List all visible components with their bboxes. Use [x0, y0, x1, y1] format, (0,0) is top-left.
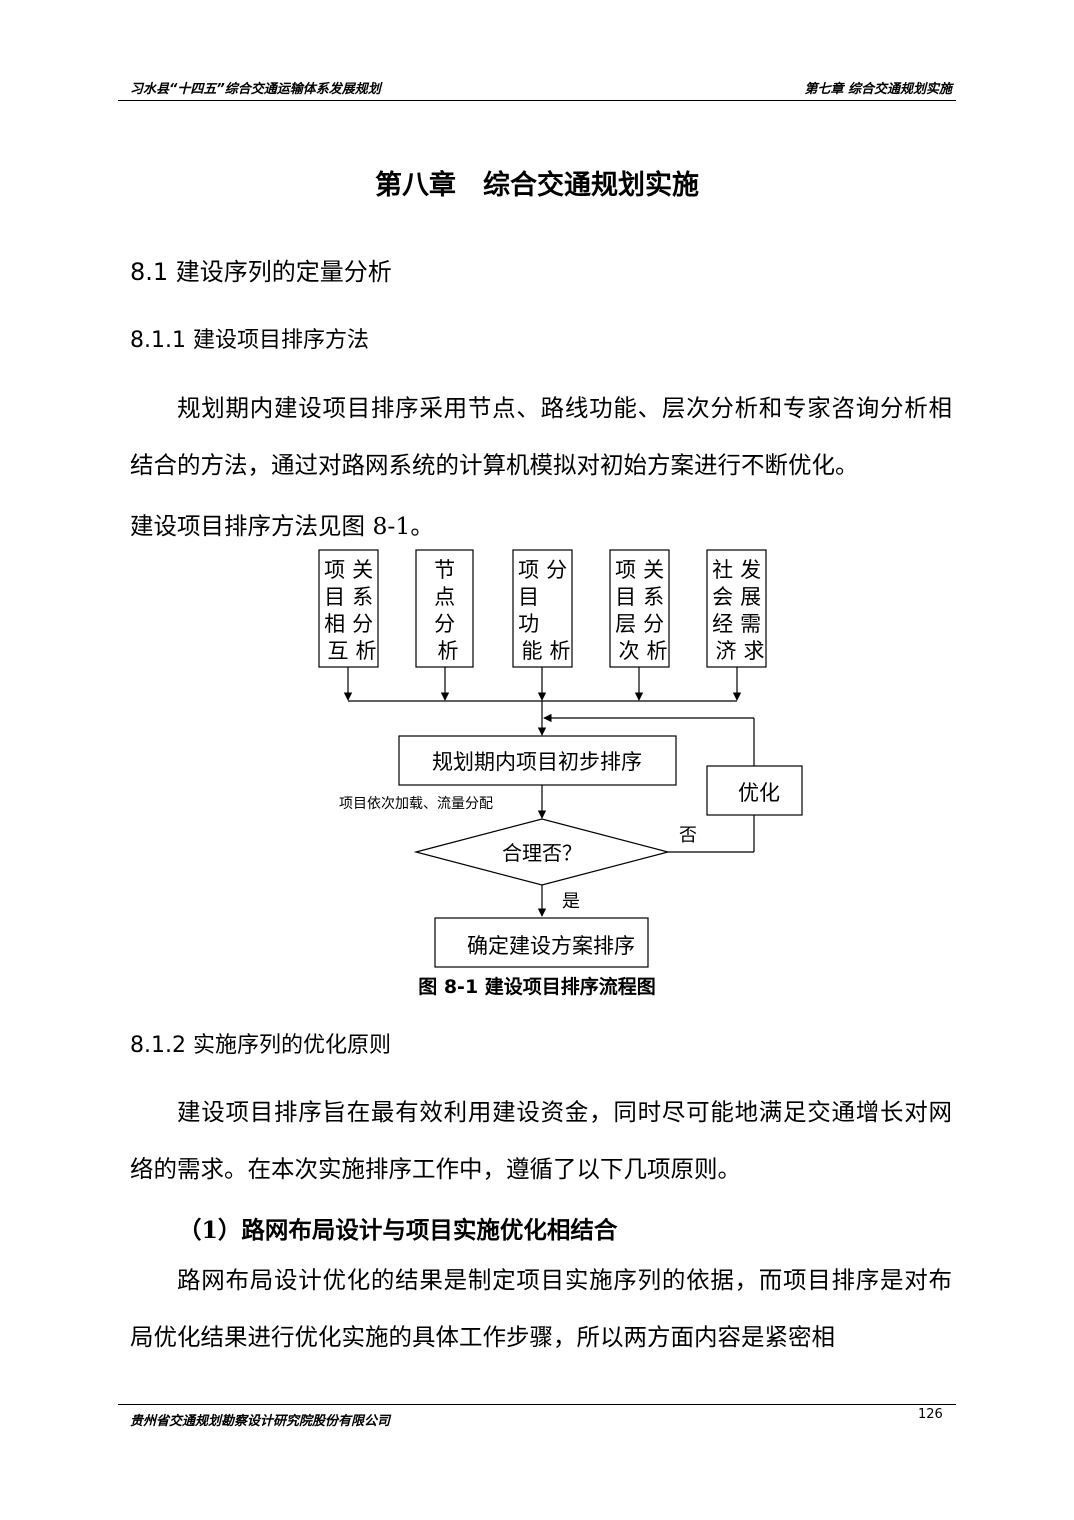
input-arrows [343, 667, 742, 736]
chapter-title: 第八章 综合交通规划实施 [375, 170, 699, 201]
input-box-3-col2: 分 析 [546, 558, 574, 663]
input-box-1-col2: 关 系 分 析 [352, 558, 380, 663]
optimize-box: 优化 [706, 765, 803, 816]
paragraph-method: 规划期内建设项目排序采用节点、路线功能、层次分析和专家咨询分析相结合的方法，通过… [130, 394, 952, 479]
section-8-1-heading: 8.1 建设序列的定量分析 [130, 258, 392, 286]
input-box-4-col2: 关 系 分 析 [643, 558, 671, 663]
initial-sort-box: 规划期内项目初步排序 [398, 735, 677, 786]
input-box-2-col2: 节 点 分 析 [434, 558, 462, 663]
input-box-4: 项 目 层 次 关 系 分 析 [609, 549, 671, 668]
footer-rule [118, 1404, 956, 1405]
input-box-3: 项 目 功 能 分 析 [512, 549, 574, 668]
input-box-2: 节 点 分 析 [415, 549, 474, 668]
paragraph-method-tail: 建设项目排序方法见图 8-1。 [130, 512, 434, 540]
header-rule [118, 100, 956, 101]
input-box-1-col1: 项 目 相 互 [324, 558, 352, 663]
input-box-1: 项 目 相 互 关 系 分 析 [318, 549, 380, 668]
optimize-label: 优化 [738, 781, 780, 805]
input-box-4-col1: 项 目 层 次 [615, 558, 643, 663]
no-label: 否 [679, 825, 697, 846]
input-box-5: 社 会 经 济 发 展 需 求 [706, 549, 768, 668]
header-right: 第七章 综合交通规划实施 [804, 82, 952, 97]
input-box-5-col1: 社 会 经 济 [712, 558, 740, 663]
section-8-1-1-heading: 8.1.1 建设项目排序方法 [130, 328, 369, 353]
decision-label: 合理否？ [502, 841, 582, 865]
principle-1-heading: （1）路网布局设计与项目实施优化相结合 [178, 1216, 618, 1244]
input-box-3-col1: 项 目 功 能 [518, 558, 546, 663]
footer-left: 贵州省交通规划勘察设计研究院股份有限公司 [130, 1414, 391, 1429]
load-note: 项目依次加载、流量分配 [339, 796, 493, 812]
decision-diamond: 合理否？ [413, 818, 671, 886]
section-8-1-2-heading: 8.1.2 实施序列的优化原则 [130, 1033, 391, 1058]
paragraph-principle-1: 路网布局设计优化的结果是制定项目实施序列的依据，而项目排序是对布局优化结果进行优… [130, 1266, 952, 1351]
initial-sort-label: 规划期内项目初步排序 [432, 750, 642, 774]
flowchart-diagram: 项 目 相 互 关 系 分 析 节 点 分 析 项 目 功 能 分 [318, 549, 803, 968]
page-number: 126 [918, 1407, 943, 1422]
final-box: 确定建设方案排序 [434, 917, 649, 968]
figure-caption: 图 8-1 建设项目排序流程图 [418, 976, 656, 998]
final-label: 确定建设方案排序 [467, 934, 635, 958]
header-left: 习水县“十四五”综合交通运输体系发展规划 [130, 82, 381, 97]
paragraph-principles: 建设项目排序旨在最有效利用建设资金，同时尽可能地满足交通增长对网络的需求。在本次… [130, 1098, 952, 1183]
yes-label: 是 [562, 891, 580, 912]
input-box-5-col2: 发 展 需 求 [740, 558, 768, 663]
